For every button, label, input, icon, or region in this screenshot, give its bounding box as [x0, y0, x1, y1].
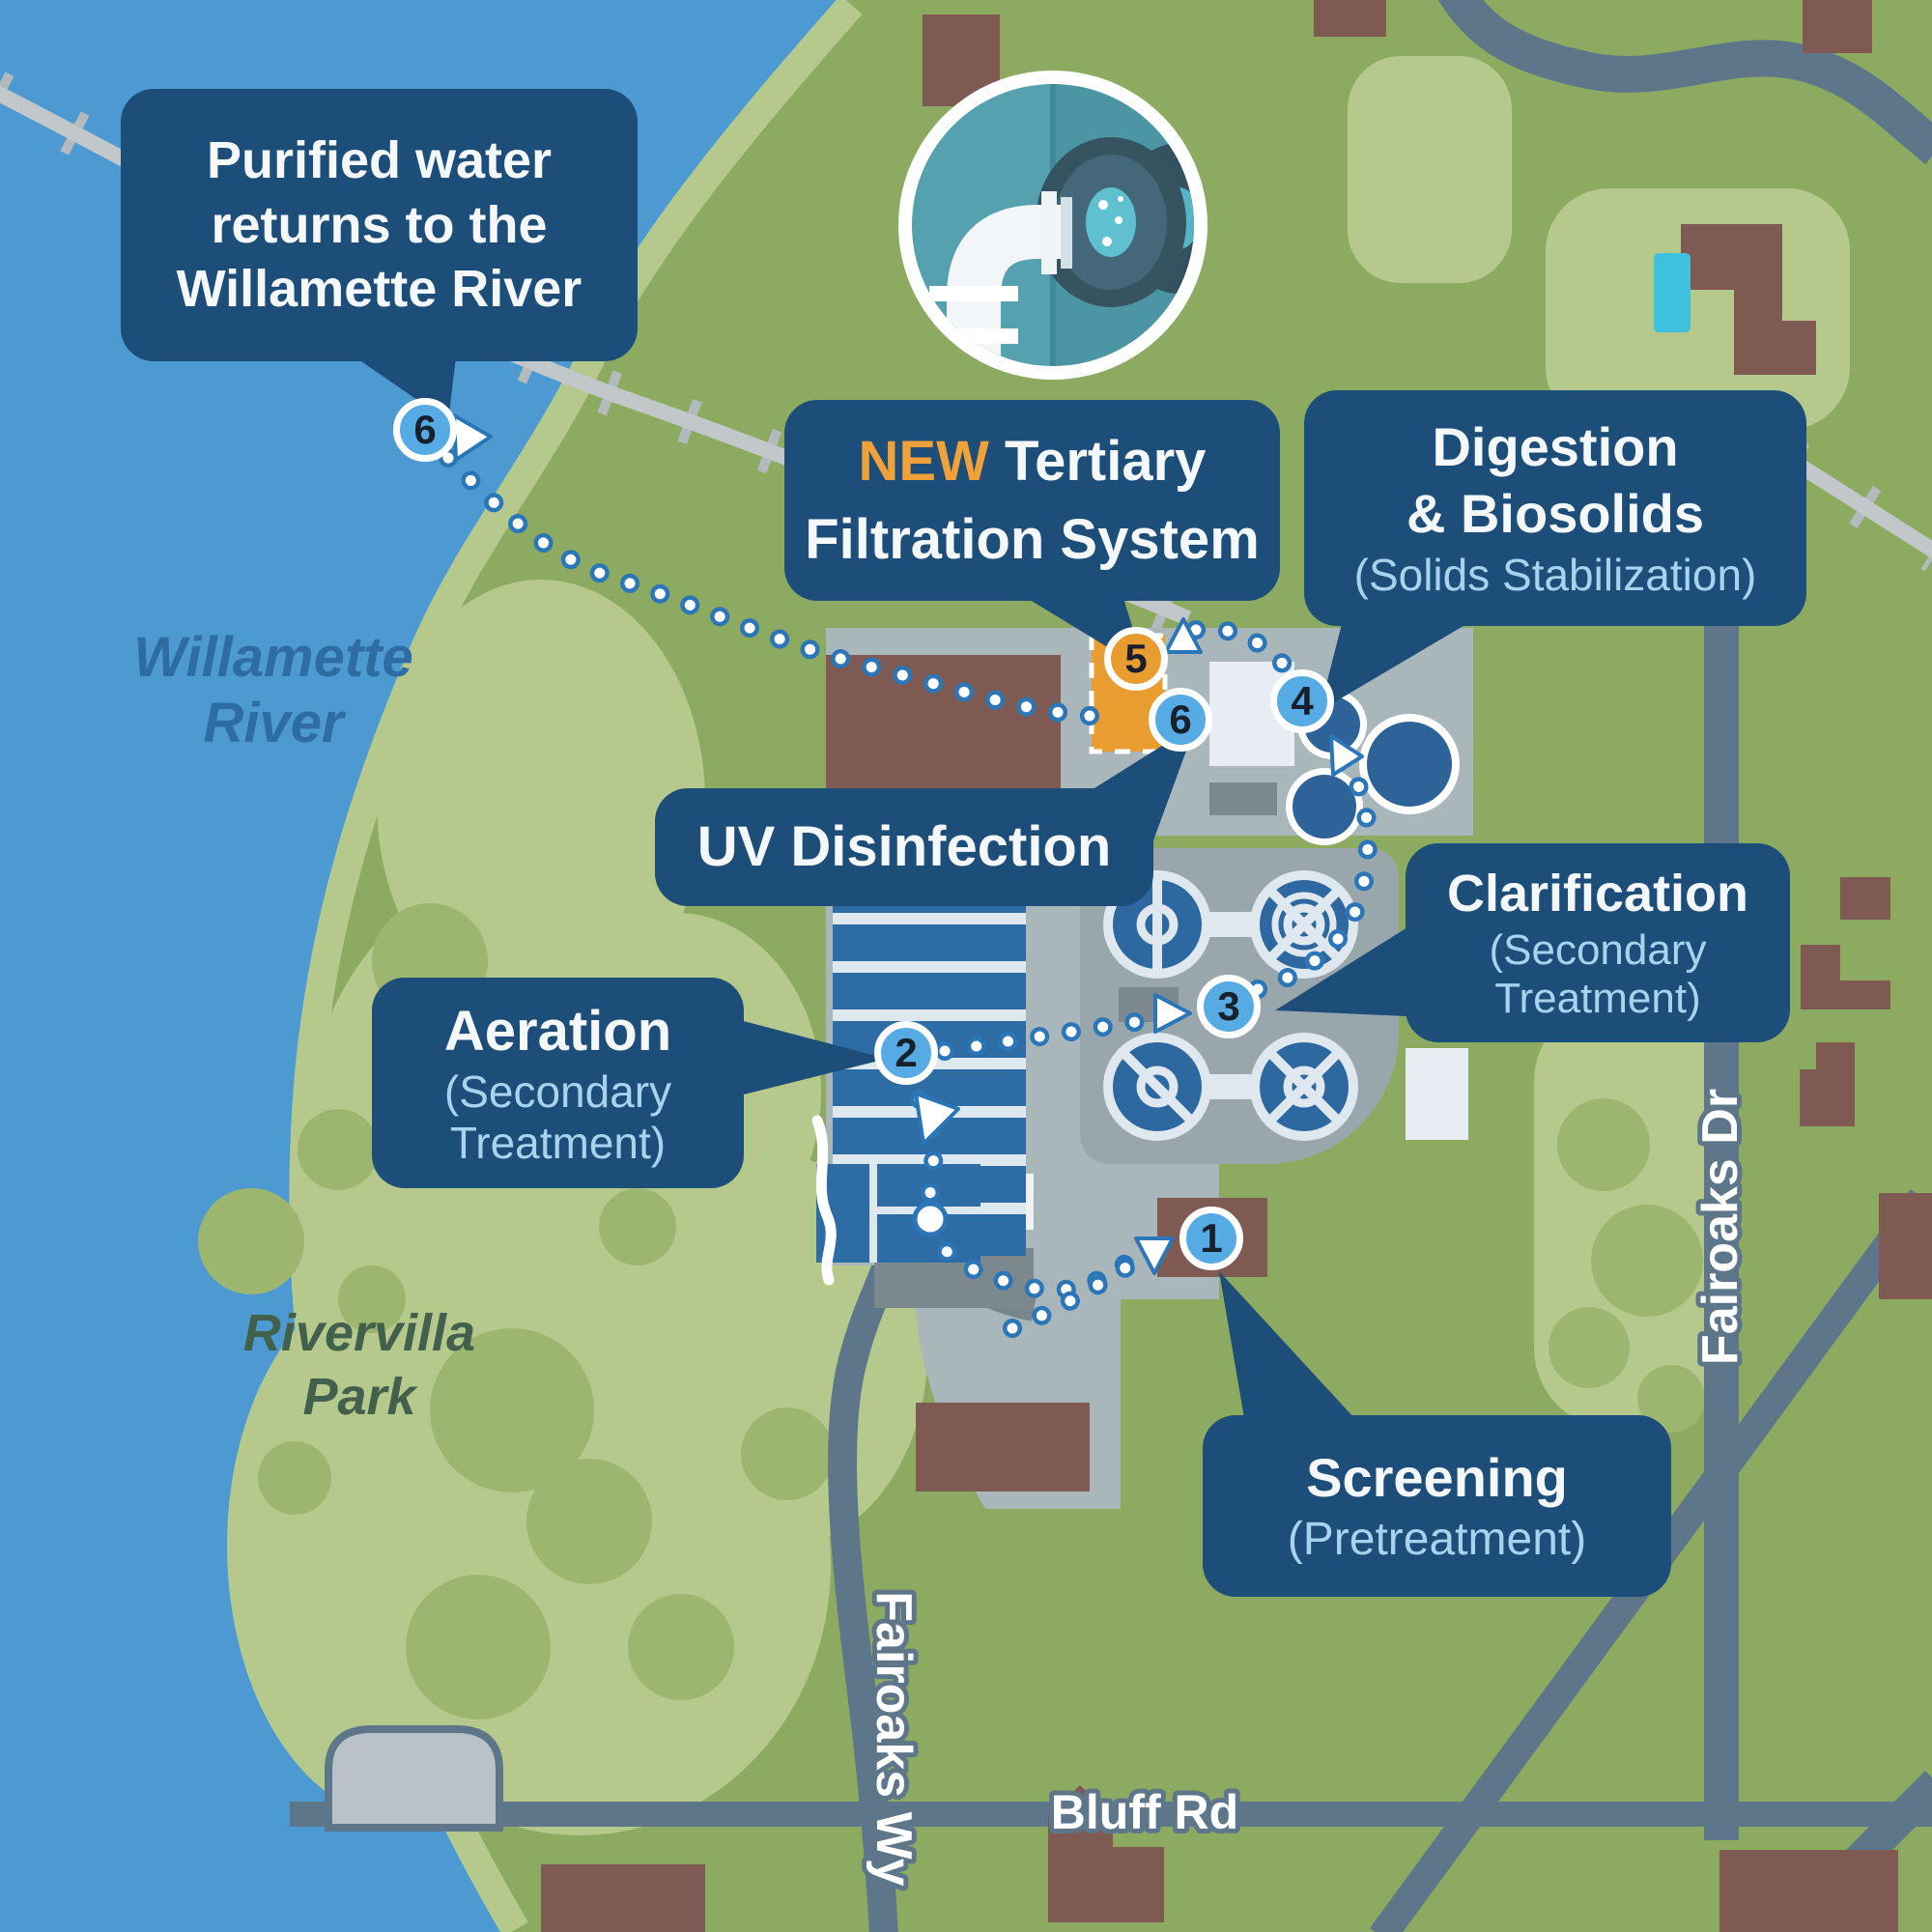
winding-road — [1437, 0, 1932, 164]
step-badge-4: 4 — [1270, 669, 1334, 733]
callout-text: returns to the — [211, 195, 548, 254]
callout-subtext: (Pretreatment) — [1287, 1513, 1587, 1565]
callout-text: & Biosolids — [1406, 483, 1705, 545]
callout-text: Aeration — [443, 1000, 672, 1064]
callout-uv-disinfection: UV Disinfection — [655, 788, 1153, 906]
step-badge-1: 1 — [1179, 1207, 1243, 1270]
pool — [1654, 253, 1690, 332]
step-badge-6: 6 — [1149, 688, 1212, 752]
callout-screening: Screening (Pretreatment) — [1203, 1415, 1671, 1597]
callout-text: Filtration System — [805, 508, 1260, 571]
flow-path-outfall — [427, 437, 1099, 725]
callout-tail — [1219, 1271, 1354, 1418]
river-label: Willamette — [133, 626, 413, 689]
callout-text: NEW Tertiary — [858, 429, 1207, 493]
flow-arrow-icon — [1134, 1236, 1175, 1275]
maintenance-building — [916, 1403, 1090, 1492]
willamette-river-water — [0, 0, 837, 1932]
map-labels: Willamette River Rivervilla Park Bluff R… — [133, 626, 1753, 1891]
step-badge-6-river: 6 — [393, 398, 457, 462]
callout-text: Screening — [1306, 1446, 1568, 1508]
callout-subtext: (Secondary — [1489, 925, 1707, 974]
flow-path-3-4 — [1248, 752, 1378, 999]
step-badge-2: 2 — [874, 1021, 938, 1085]
step-badge-5: 5 — [1104, 627, 1168, 691]
callout-subtext: (Secondary — [443, 1066, 672, 1118]
callout-tail — [1275, 927, 1407, 1016]
callout-clarification: Clarification (Secondary Treatment) — [1406, 843, 1790, 1042]
park-label: Rivervilla — [243, 1304, 475, 1362]
callout-text: Purified water — [206, 130, 553, 189]
pump-node — [912, 1201, 949, 1237]
flow-arrow-icon — [1329, 734, 1364, 777]
flow-arrow-icon — [914, 1092, 960, 1146]
callout-aeration: Aeration (Secondary Treatment) — [372, 978, 744, 1188]
pipe-filtration-illustration — [898, 71, 1208, 380]
callout-digestion-biosolids: Digestion & Biosolids (Solids Stabilizat… — [1304, 390, 1806, 626]
callout-text: Digestion — [1432, 416, 1679, 478]
callout-text: Clarification — [1446, 864, 1749, 923]
flow-arrow-icon — [1153, 993, 1192, 1034]
headworks-building — [826, 655, 1061, 802]
new-highlight: NEW — [858, 429, 989, 493]
callout-purified-water: Purified water returns to the Willamette… — [121, 89, 638, 361]
flow-arrow-icon — [1164, 617, 1203, 654]
town-buildings — [541, 0, 1932, 1932]
flow-path-2-3 — [935, 1005, 1196, 1061]
callout-tertiary-filtration: NEW Tertiary Filtration System — [784, 400, 1280, 601]
callout-tail — [740, 1020, 887, 1095]
flow-arrows — [452, 413, 1364, 1275]
tree-blobs — [198, 903, 1705, 1719]
bluff-rd-label: Bluff Rd — [1051, 1785, 1238, 1839]
park-label: Park — [302, 1368, 418, 1426]
callout-tail — [1320, 620, 1473, 711]
callout-subtext: (Solids Stabilization) — [1353, 549, 1757, 600]
fairoaks-dr-label: Fairoaks Dr — [1692, 1089, 1748, 1365]
step-badge-3: 3 — [1197, 975, 1261, 1038]
callout-subtext: Treatment) — [1494, 975, 1701, 1023]
flow-path-influent — [1003, 1254, 1142, 1338]
callout-subtext: Treatment) — [449, 1117, 667, 1168]
callout-text: UV Disinfection — [696, 815, 1112, 879]
river-label: River — [203, 692, 347, 754]
callout-text: Willamette River — [176, 260, 582, 319]
arched-building — [325, 1725, 503, 1832]
fairoaks-wy-label: Fairoaks Wy — [866, 1591, 922, 1886]
flow-path-1-2 — [910, 1090, 1138, 1300]
